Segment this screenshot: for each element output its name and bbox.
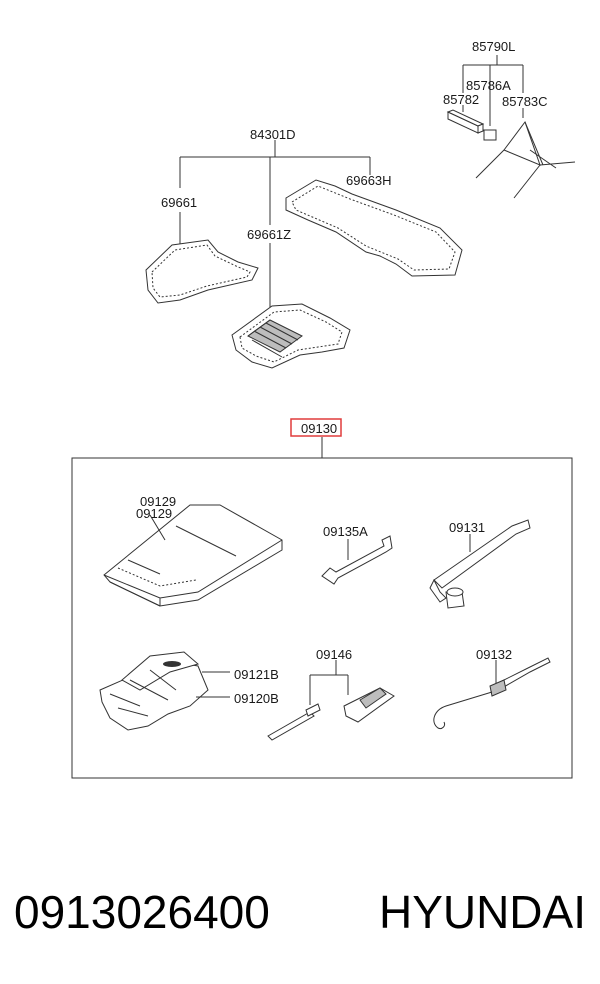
label-09135A: 09135A — [323, 524, 368, 539]
tool-set-part-number-highlight — [290, 418, 342, 437]
label-09129-b: 09129 — [136, 506, 172, 521]
label-84301D: 84301D — [250, 127, 296, 142]
label-69661Z: 69661Z — [247, 227, 291, 242]
tool-set-assembly: 09130 09129 09129 09135A 09131 09121B 09… — [71, 418, 573, 779]
label-09121B: 09121B — [234, 667, 279, 682]
label-09131: 09131 — [449, 520, 485, 535]
caption: 0913026400 HYUNDAI — [0, 872, 600, 952]
label-09132: 09132 — [476, 647, 512, 662]
label-85782: 85782 — [443, 92, 479, 107]
label-85786A: 85786A — [466, 78, 511, 93]
label-85790L: 85790L — [472, 39, 515, 54]
label-85783C: 85783C — [502, 94, 548, 109]
label-69663H: 69663H — [346, 173, 392, 188]
brand-name: HYUNDAI — [378, 886, 586, 938]
floor-mat-assembly: 84301D 69661 69663H 69661Z — [145, 127, 463, 369]
label-69661: 69661 — [161, 195, 197, 210]
label-09130: 09130 — [301, 421, 337, 436]
warning-triangle-assembly: 85790L 85786A 85782 85783C — [443, 39, 576, 199]
label-09129-a: 09129 — [140, 494, 176, 509]
label-09146: 09146 — [316, 647, 352, 662]
label-09120B: 09120B — [234, 691, 279, 706]
part-number: 0913026400 — [14, 886, 270, 938]
